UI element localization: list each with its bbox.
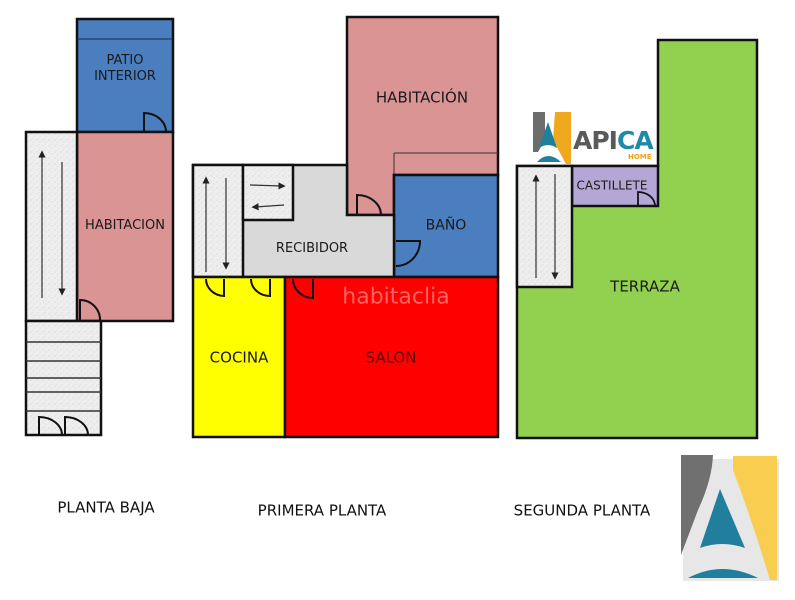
- door-icon: [356, 193, 382, 216]
- room-label-habitacion-primera: HABITACIÓN: [375, 88, 469, 107]
- stairs-icon: [191, 163, 245, 279]
- arrow-right-icon: [249, 182, 286, 190]
- door-icon: [292, 278, 314, 300]
- landing-icon: [241, 163, 295, 222]
- room-label-habitacion-baja: HABITACION: [85, 217, 165, 233]
- door-icon: [79, 298, 102, 322]
- apica-logo-small: [533, 112, 571, 164]
- door-icon: [143, 111, 167, 133]
- door-icon: [64, 415, 89, 436]
- room-label-bano: BAÑO: [425, 217, 467, 234]
- arrow-left-icon: [251, 203, 285, 211]
- apica-brand-part-a: API: [573, 126, 618, 155]
- door-icon: [38, 415, 63, 436]
- apica-brand-part-b: CA: [616, 126, 654, 155]
- room-label-salon: SALON: [365, 348, 417, 367]
- habitacion-room: [75, 130, 175, 323]
- planta-baja-plan: [24, 17, 175, 437]
- door-icon: [637, 191, 656, 207]
- cocina-room: [191, 275, 287, 439]
- apica-home-text: HOME: [628, 153, 652, 161]
- room-label-cocina: COCINA: [209, 348, 269, 367]
- apica-brand-text: APICA: [573, 126, 654, 155]
- room-label-recibidor: RECIBIDOR: [275, 240, 349, 256]
- habitaclia-watermark: habitaclia: [342, 284, 450, 310]
- primera-planta-plan: [191, 15, 500, 439]
- stairs-icon: [24, 130, 79, 323]
- room-label-terraza: TERRAZA: [610, 277, 680, 296]
- stairs-icon: [515, 164, 574, 289]
- castillete-room: [570, 164, 660, 208]
- patio-interior-room: [75, 17, 175, 134]
- patio-label-line1: PATIO: [106, 52, 144, 68]
- door-icon: [204, 278, 225, 298]
- patio-label-line2: INTERIOR: [94, 69, 156, 84]
- floor-title-segunda-planta: SEGUNDA PLANTA: [513, 501, 651, 520]
- floor-title-primera-planta: PRIMERA PLANTA: [257, 501, 387, 520]
- floor-title-planta-baja: PLANTA BAJA: [57, 498, 155, 517]
- door-icon: [250, 278, 271, 298]
- segunda-planta-plan: [515, 38, 759, 440]
- apica-logo-large: [681, 455, 779, 581]
- door-icon: [395, 240, 422, 267]
- salon-room: [283, 275, 500, 439]
- room-label-castillete: CASTILLETE: [576, 178, 648, 193]
